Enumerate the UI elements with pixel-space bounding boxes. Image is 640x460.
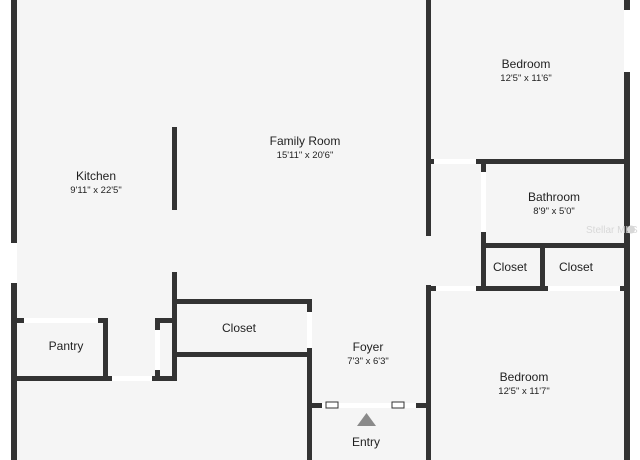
floor-areas (16, 0, 626, 460)
door-hinges (325, 401, 405, 409)
watermark: Stellar MLS (586, 225, 638, 236)
wall-closets-bottom (426, 286, 630, 291)
wall-closet-divider (540, 248, 545, 290)
kitchen-island (172, 127, 177, 210)
kitchen-name: Kitchen (76, 169, 116, 183)
hinge-entry-left (325, 401, 339, 409)
door-pantry (24, 318, 98, 323)
door-bathroom (481, 172, 486, 232)
kitchen-dimensions: 9'11" x 22'5" (70, 185, 121, 196)
hinge-entry-right (391, 401, 405, 409)
wall-lower-left-top (172, 352, 177, 381)
openings (11, 10, 630, 408)
door-closet-1 (436, 286, 476, 291)
window-left-exterior (11, 243, 17, 283)
window-right-exterior (624, 10, 630, 72)
wall-family-right (426, 0, 431, 236)
wall-left-exterior (11, 0, 17, 460)
wall-kitchen-stub (172, 272, 177, 380)
bedroom-top-dimensions: 12'5" x 11'6" (500, 73, 551, 84)
closet-1-name: Closet (493, 260, 528, 274)
wall-closet-mid-bottom (172, 352, 312, 357)
watermark-text: Stellar MLS (586, 225, 638, 236)
door-small-closet (155, 330, 160, 370)
bedroom-top-name: Bedroom (502, 57, 551, 71)
door-closet-2 (548, 286, 620, 291)
closet-2-name: Closet (559, 260, 594, 274)
triangle-up-icon (357, 413, 376, 426)
bathroom-name: Bathroom (528, 190, 580, 204)
bedroom-bottom-dimensions: 12'5" x 11'7" (498, 386, 549, 397)
wall-closet-mid-top (172, 299, 312, 304)
floor-main (16, 0, 426, 460)
sun-logo-icon (627, 225, 635, 234)
room-labels: Kitchen 9'11" x 22'5" Family Room 15'11"… (49, 57, 594, 449)
pantry-name: Pantry (49, 339, 84, 353)
wall-right-exterior (624, 0, 630, 460)
closet-3-name: Closet (222, 321, 257, 335)
foyer-dimensions: 7'3" x 6'3" (347, 356, 389, 367)
door-bedroom-top (434, 159, 476, 164)
door-closet-mid (307, 312, 312, 348)
family-room-dimensions: 15'11" x 20'6" (277, 150, 334, 161)
wall-kitchen-bottom (16, 376, 177, 381)
wall-bedroom-top-bottom (426, 159, 630, 164)
door-entry (322, 403, 416, 408)
door-kitchen-bottom (112, 376, 152, 381)
bedroom-bottom-name: Bedroom (500, 370, 549, 384)
family-room-name: Family Room (270, 134, 341, 148)
floor-right-upper (426, 0, 626, 460)
foyer-name: Foyer (353, 340, 384, 354)
wall-foyer-right (426, 285, 431, 460)
entry-name: Entry (352, 435, 380, 449)
bathroom-dimensions: 8'9" x 5'0" (533, 206, 575, 217)
wall-small-closet-top (155, 318, 175, 323)
wall-bathroom-bottom (481, 243, 630, 248)
wall-pantry-right (103, 318, 108, 380)
